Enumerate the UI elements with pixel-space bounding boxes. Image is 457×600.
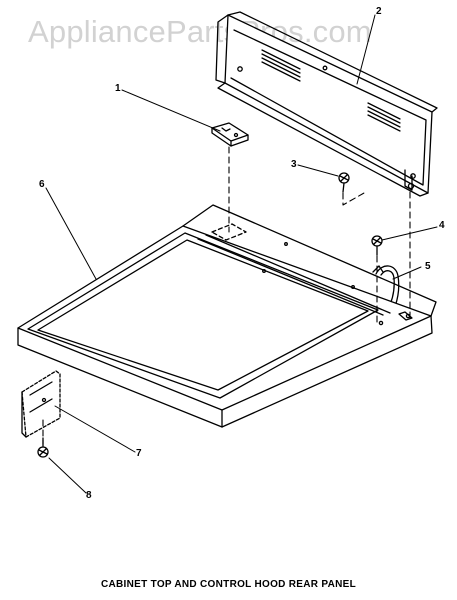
callout-8: 8 bbox=[86, 490, 92, 501]
callout-3: 3 bbox=[291, 159, 297, 170]
callout-4: 4 bbox=[439, 220, 445, 231]
watermark: AppliancePartsPros.com bbox=[28, 14, 372, 49]
cabinet-top bbox=[17, 204, 437, 428]
callout-6: 6 bbox=[39, 179, 45, 190]
callout-2: 2 bbox=[376, 6, 382, 17]
hood-screw bbox=[338, 172, 350, 193]
lid-hinge bbox=[21, 370, 61, 438]
callout-7: 7 bbox=[136, 448, 142, 459]
callout-1: 1 bbox=[115, 83, 121, 94]
assembly-lines bbox=[42, 146, 411, 445]
top-screw bbox=[371, 235, 383, 256]
leader-lines bbox=[45, 14, 438, 494]
control-hood-rear-panel bbox=[215, 11, 438, 197]
bracket-clip bbox=[211, 122, 249, 147]
diagram-caption: CABINET TOP AND CONTROL HOOD REAR PANEL bbox=[100, 579, 357, 590]
callout-5: 5 bbox=[425, 261, 431, 272]
